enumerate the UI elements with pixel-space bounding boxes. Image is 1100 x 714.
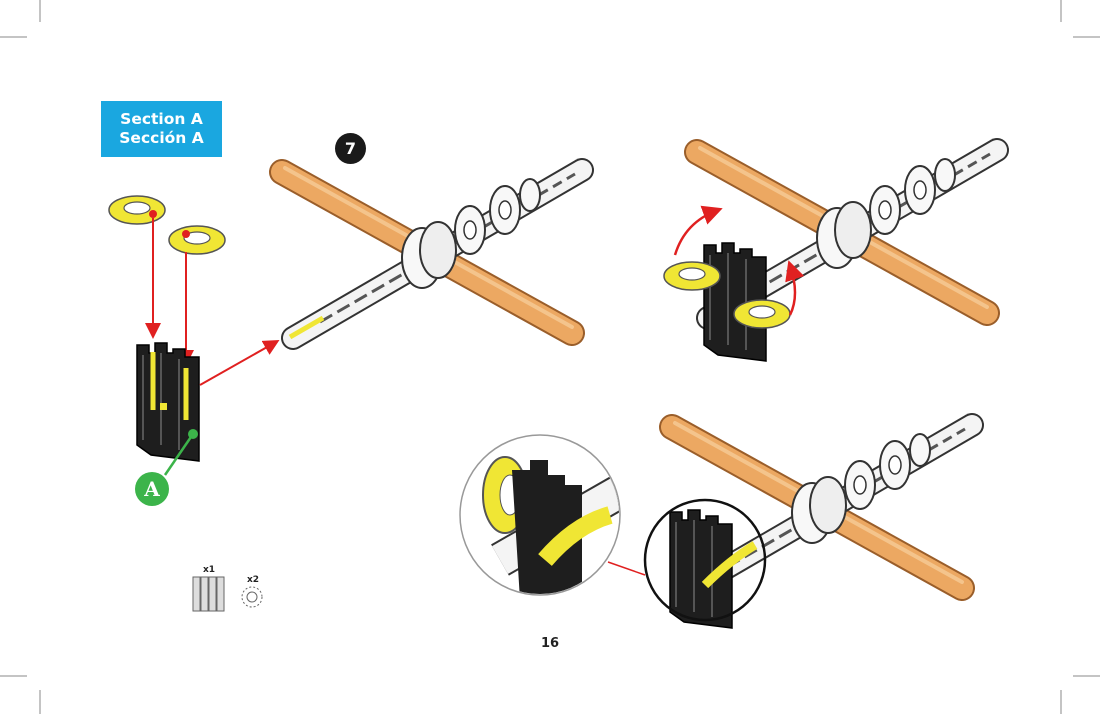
detail-highlight [643,498,767,622]
parts-list [192,576,263,612]
rotate-arrow-icon [785,260,805,316]
page-number: 16 [540,636,560,651]
section-title-es: Sección A [119,129,204,147]
yellow-ring-part [108,195,166,225]
magnified-detail [459,434,621,596]
assembly-step-1 [282,168,582,338]
arrow-icon [199,340,280,386]
exploded-parts [108,195,280,476]
ring-quantity: x2 [247,575,260,585]
step-number: 7 [335,133,366,164]
black-clip-part [136,342,200,462]
assembly-step-3 [459,423,972,629]
assembly-step-2 [663,148,997,362]
rotate-arrow-icon [673,205,723,256]
clip-quantity: x1 [203,565,216,575]
callout-label: A [135,472,169,506]
section-title-en: Section A [120,110,203,128]
yellow-ring-part [168,225,226,255]
section-badge: Section A Sección A [101,101,222,157]
